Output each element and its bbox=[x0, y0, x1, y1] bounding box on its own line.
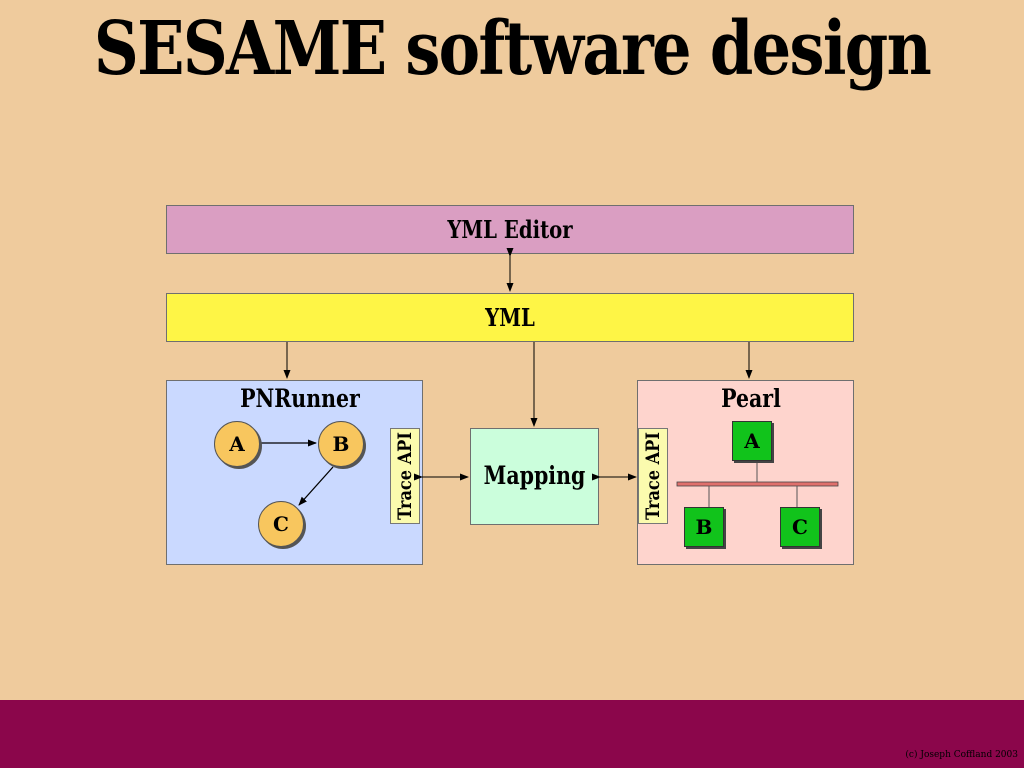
petri-node-c: C bbox=[258, 501, 304, 547]
software-design-diagram: YML Editor YML PNRunner Mapping Pearl Tr… bbox=[166, 205, 854, 565]
pearl-bus bbox=[676, 481, 839, 487]
copyright-notice: (c) Joseph Coffland 2003 bbox=[905, 750, 1018, 760]
pearl-node-a: A bbox=[732, 421, 772, 461]
slide-title: SESAME software design bbox=[93, 6, 932, 92]
pearl-node-b: B bbox=[684, 507, 724, 547]
yml-label: YML bbox=[485, 303, 535, 332]
connector-lines bbox=[260, 248, 839, 507]
yml-box: YML bbox=[166, 293, 854, 342]
mapping-box: Mapping bbox=[470, 428, 599, 525]
bottom-bar bbox=[0, 700, 1024, 768]
pearl-node-c: C bbox=[780, 507, 820, 547]
pearl-trace-api-box: Trace API bbox=[638, 428, 668, 524]
petri-node-a: A bbox=[214, 421, 260, 467]
petri-node-b: B bbox=[318, 421, 364, 467]
yml-editor-box: YML Editor bbox=[166, 205, 854, 254]
pnrunner-label: PNRunner bbox=[240, 384, 360, 413]
pearl-label: Pearl bbox=[721, 384, 781, 413]
mapping-label: Mapping bbox=[483, 461, 586, 490]
arc-b-c bbox=[298, 466, 334, 506]
yml-editor-label: YML Editor bbox=[447, 215, 573, 244]
pearl-box: Pearl bbox=[637, 380, 854, 565]
